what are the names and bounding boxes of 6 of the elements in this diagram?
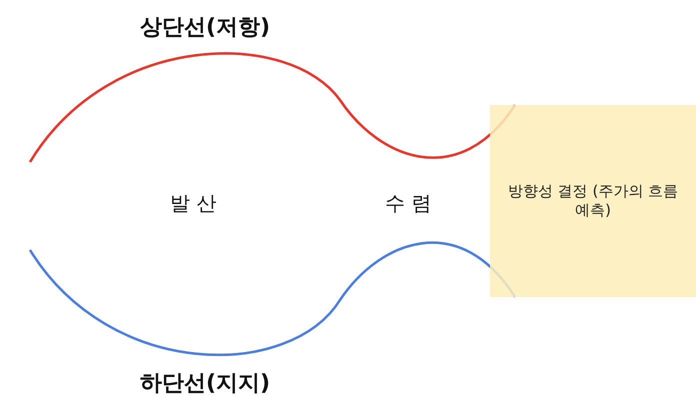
phase-label: 발 산	[170, 190, 216, 217]
phase-label: 수 렴	[385, 190, 432, 217]
result-box	[490, 105, 696, 297]
line-label: 하단선(지지)	[140, 370, 270, 398]
box-text: 방향성 결정 (주가의 흐름 예측)	[506, 182, 680, 220]
line-label: 상단선(저항)	[140, 14, 270, 42]
